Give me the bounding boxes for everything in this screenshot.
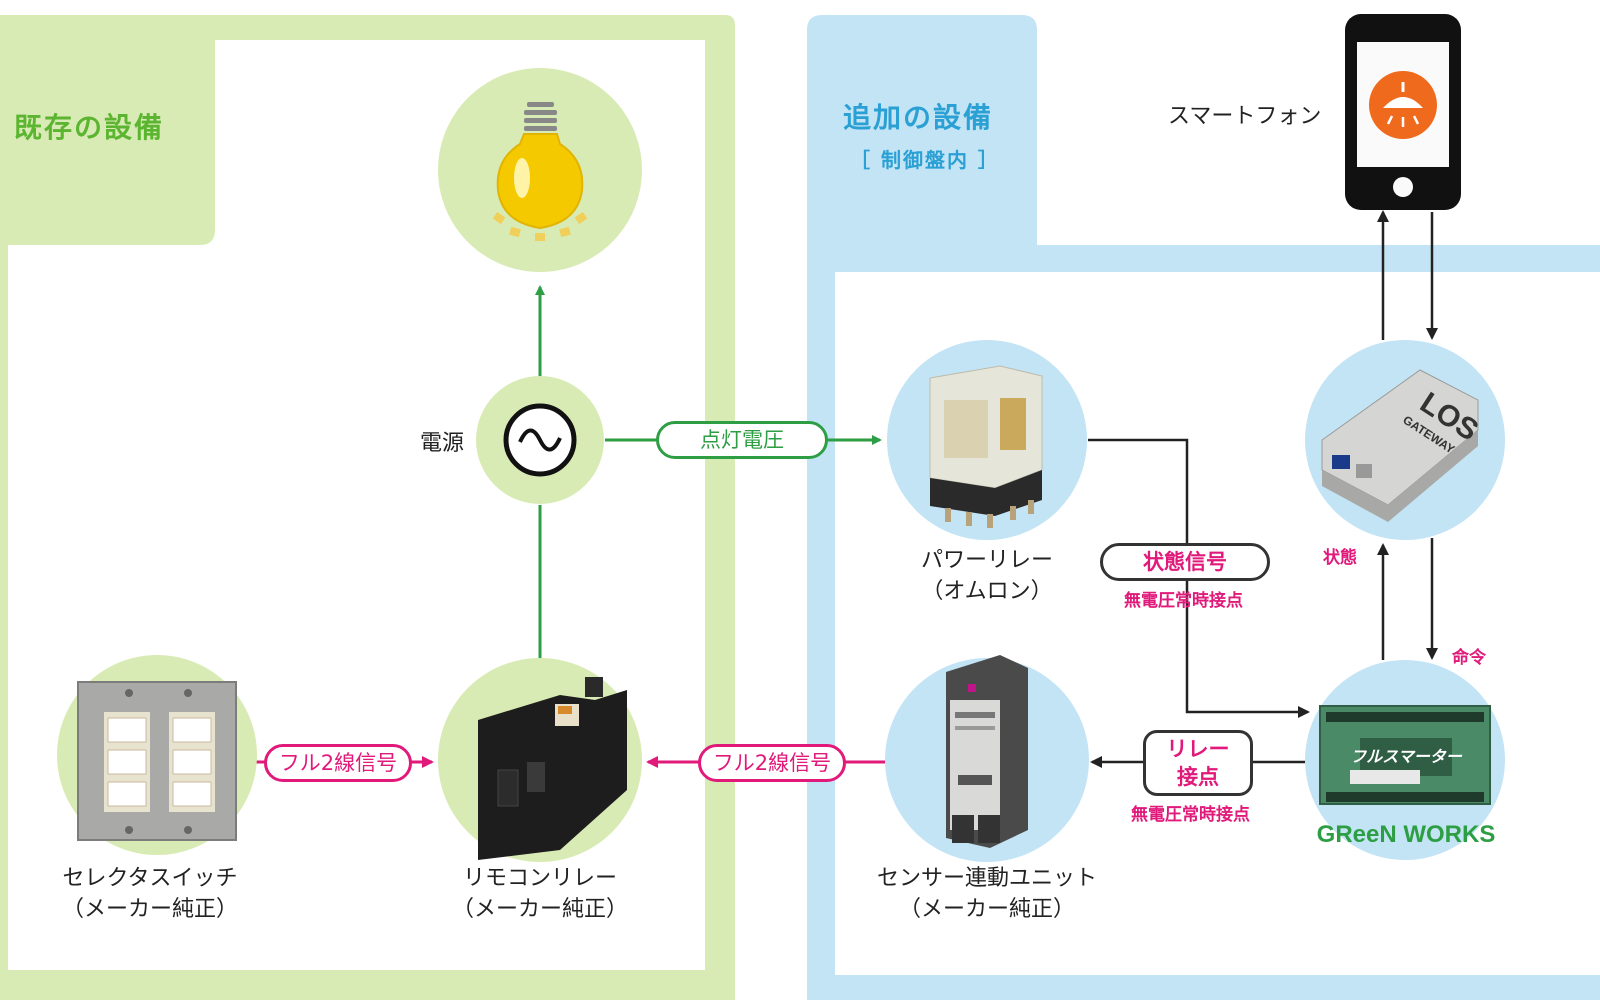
full-smarter-logo-text: フルスマーター [1350, 747, 1463, 766]
added-region-subtitle: ［ 制御盤内 ］ [850, 148, 1000, 172]
full-smarter-node: フルスマーター [1305, 660, 1505, 860]
status-label: 状態 [1323, 548, 1357, 568]
existing-region-title: 既存の設備 [14, 111, 165, 144]
power-source-node [476, 376, 604, 504]
power-source-label: 電源 [419, 431, 464, 456]
los-gateway-node: LOS GATEWAY [1305, 340, 1505, 540]
sensor-unit-label: センサー連動ユニット （メーカー純正） [857, 863, 1117, 925]
ac-source-icon [503, 403, 577, 477]
relay-contact-line1: リレー [1166, 737, 1230, 761]
relay-contact-pill: リレー 接点 [1143, 730, 1253, 796]
smartphone-label: スマートフォン [1168, 104, 1322, 129]
selector-switch-label-line2: （メーカー純正） [61, 897, 238, 922]
lighting-voltage-pill: 点灯電圧 [656, 421, 828, 459]
selector-switch-node [57, 655, 257, 855]
status-signal-pill: 状態信号 [1100, 543, 1270, 581]
added-region [807, 15, 1600, 1000]
command-label: 命令 [1452, 648, 1486, 668]
full2-left-pill: フル2線信号 [264, 744, 412, 782]
los-gateway-image: LOS GATEWAY [1321, 369, 1484, 522]
remote-relay-label: リモコンリレー （メーカー純正） [420, 863, 660, 925]
power-relay-label-line2: （オムロン） [921, 579, 1053, 604]
remote-relay-image [478, 677, 627, 860]
relay-contact-sub-label: 無電圧常時接点 [1131, 805, 1250, 825]
sensor-unit-label-line2: （メーカー純正） [898, 897, 1075, 922]
power-relay-node [887, 340, 1087, 540]
light-bulb-node [438, 68, 642, 272]
selector-switch-label: セレクタスイッチ （メーカー純正） [30, 863, 270, 925]
relay-contact-line2: 接点 [1177, 765, 1219, 789]
sensor-unit-label-line1: センサー連動ユニット [876, 866, 1097, 891]
full2-right-pill: フル2線信号 [698, 744, 846, 782]
added-region-title: 追加の設備 [843, 101, 994, 134]
ceiling-lamp-icon [1369, 71, 1437, 139]
status-signal-sub-label: 無電圧常時接点 [1124, 591, 1243, 611]
sensor-unit-node [885, 655, 1089, 862]
light-bulb-icon [492, 102, 588, 241]
greenworks-logo: GReeN WORKS [1317, 821, 1496, 848]
remote-relay-node [438, 658, 642, 862]
smartphone-node [1345, 14, 1461, 210]
selector-switch-label-line1: セレクタスイッチ [62, 866, 238, 891]
remote-relay-label-line2: （メーカー純正） [451, 897, 628, 922]
selector-switch-image [77, 681, 237, 841]
power-relay-label-line1: パワーリレー [920, 548, 1053, 573]
power-relay-label: パワーリレー （オムロン） [867, 545, 1107, 607]
power-relay-image [929, 365, 1043, 528]
full-smarter-image: フルスマーター [1319, 705, 1491, 805]
sensor-unit-image [946, 655, 1028, 848]
remote-relay-label-line1: リモコンリレー [462, 866, 617, 891]
existing-region [0, 15, 735, 1000]
